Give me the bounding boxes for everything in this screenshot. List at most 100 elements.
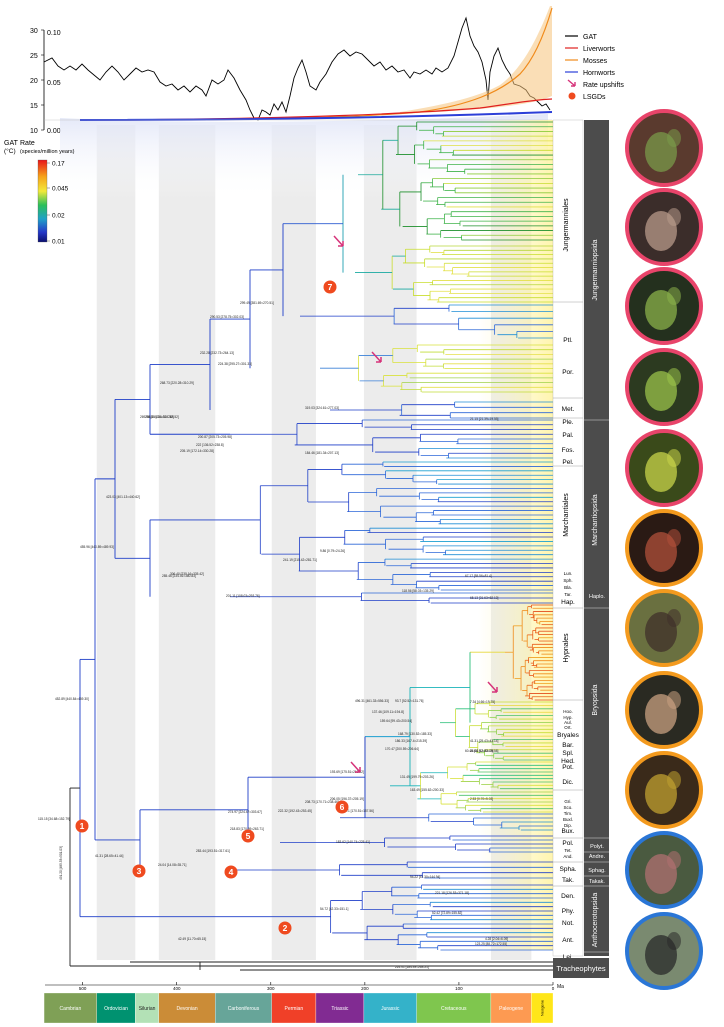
time-tick-label: 500 — [79, 986, 87, 991]
period-band — [363, 125, 417, 960]
clade-label: Hoo. — [563, 709, 573, 714]
y-tick-left: 30 — [30, 28, 38, 35]
period-permian: Permian — [271, 992, 317, 1024]
clade-label: Gri. — [564, 799, 571, 804]
clade-label: Den. — [561, 893, 575, 900]
moss-photo-1 — [625, 509, 703, 587]
node-age-label: 137.46 [109.11=194.8] — [372, 710, 404, 714]
lsgd-legend-icon — [568, 92, 576, 100]
clade-label: Ant. — [562, 937, 574, 944]
node-age-label: 298.81 [221.51=288.52] — [145, 415, 179, 419]
lsgd-marker: 4 — [224, 865, 238, 879]
time-unit-label: Ma — [557, 984, 564, 990]
clade-label: Por. — [562, 369, 574, 376]
class-strip — [584, 120, 609, 956]
class-label: Marchantiopsida — [592, 494, 599, 545]
tracheophytes-bar: Tracheophytes — [553, 958, 609, 978]
clade-label: Fos. — [562, 447, 575, 454]
node-age-label: 206.05 [196.37=205.19] — [330, 797, 364, 801]
clade-label: Pal. — [562, 432, 573, 439]
liverwort-photo-5 — [625, 429, 703, 507]
node-age-label: 452.89 [440.84=469.30] — [55, 697, 89, 701]
node-age-label: 200.87 [205.73=205.98] — [198, 435, 232, 439]
class-label: Polyt. — [590, 844, 604, 850]
node-age-label: 306.40 [235.16=335.42] — [170, 572, 204, 576]
clade-label: Not. — [562, 920, 574, 927]
legend-label: Hornworts — [583, 70, 615, 77]
node-age-label: 159.64 [99.43=200.54] — [380, 719, 412, 723]
clade-label: Sph. — [563, 578, 572, 583]
y-tick-right: 0.10 — [47, 30, 61, 37]
time-tick-label: 0 — [552, 986, 555, 991]
hornwort-photo-2 — [625, 912, 703, 990]
y-tick-left: 20 — [30, 78, 38, 85]
legend-label: GAT — [583, 34, 598, 41]
clade-label: Sco. — [563, 805, 572, 810]
period-band — [158, 125, 216, 960]
node-age-label: 232.28 [232.73=264.13] — [200, 351, 234, 355]
clade-label: Tar. — [564, 592, 571, 597]
node-age-label: 179.71 [170.51=187.56] — [340, 809, 374, 813]
node-age-label: 7.34 [4.66=19.75] — [470, 700, 495, 704]
time-tick-label: 100 — [455, 986, 463, 991]
clade-label: Bar. — [562, 742, 574, 749]
y-tick-right: 0.05 — [47, 80, 61, 87]
time-tick-label: 200 — [361, 986, 369, 991]
node-age-label: 52.42 [72.89=155.82] — [432, 911, 462, 915]
period-cambrian: Cambrian — [43, 992, 97, 1024]
clade-label: Bryales — [557, 732, 579, 739]
node-age-label: 299.49 [381.69=270.51] — [240, 301, 274, 305]
node-age-label: 268.73 [220.28=310.29] — [160, 381, 194, 385]
node-age-label: 131.49 [199.79=203.26] — [400, 775, 434, 779]
node-age-label: 65.13 [31.63=82.13] — [470, 596, 499, 600]
rate-upshift-legend-icon — [567, 79, 576, 87]
clade-label: Hyp. — [563, 715, 572, 720]
period-cretaceous: Cretaceous — [416, 992, 492, 1024]
class-label: Bryopsida — [592, 684, 599, 715]
svg-text:2: 2 — [283, 923, 288, 933]
svg-text:5: 5 — [246, 831, 251, 841]
tracheophytes-label: Tracheophytes — [556, 964, 606, 973]
legend-label: Liverworts — [583, 46, 615, 53]
liverwort-photo-1 — [625, 109, 703, 187]
node-age-label: 193.69 [175.51=213.62] — [330, 770, 364, 774]
node-age-label: 2.53 [0.70=5.03] — [470, 797, 493, 801]
node-age-label: 224.38 [295.27=301.33] — [218, 362, 252, 366]
time-tick-label: 400 — [173, 986, 181, 991]
hornwort-photo-1 — [625, 831, 703, 909]
node-age-label: 222 [136.52=238.8] — [196, 443, 224, 447]
svg-text:4: 4 — [229, 867, 234, 877]
clade-label: Hed. — [561, 758, 575, 765]
period-band — [96, 125, 136, 960]
node-age-label: 208.73 [170.71=238.46] — [305, 800, 339, 804]
svg-text:6: 6 — [340, 802, 345, 812]
node-age-label: 21.15 [21.39=19.55] — [470, 417, 499, 421]
period-band — [271, 125, 316, 960]
period-devonian: Devonian — [158, 992, 216, 1024]
svg-text:Devonian: Devonian — [176, 1006, 197, 1012]
node-age-label: 163.49 [155.62=200.33] — [410, 788, 444, 792]
node-age-label: 41.31 [25.43=43.14] — [470, 739, 499, 743]
clade-label: Hap. — [561, 599, 575, 606]
svg-text:Carboniferous: Carboniferous — [228, 1006, 260, 1012]
node-age-label: 184.46 [181.34=207.13] — [305, 451, 339, 455]
moss-photo-3 — [625, 671, 703, 749]
node-age-label: 224.01 [184.49=263.21] — [395, 965, 429, 969]
period-ordovician: Ordovician — [96, 992, 136, 1024]
rate-upshift-arrows — [333, 235, 498, 773]
legend-label: Rate upshifts — [583, 82, 624, 89]
clade-label: Lun. — [564, 571, 573, 576]
gat-line — [43, 16, 551, 121]
node-age-label: 123.25 [88.72=172.55] — [475, 942, 507, 946]
time-tick-label: 300 — [267, 986, 275, 991]
clade-label: Ort. — [564, 725, 572, 730]
svg-text:Ordovician: Ordovician — [104, 1006, 128, 1012]
node-age-label: 168.79 [130.52=185.33] — [398, 732, 432, 736]
lsgd-marker: 2 — [278, 921, 292, 935]
node-age-label: 93.7 [52.52=131.76] — [395, 699, 424, 703]
clade-label: Marchantiales — [563, 493, 570, 537]
